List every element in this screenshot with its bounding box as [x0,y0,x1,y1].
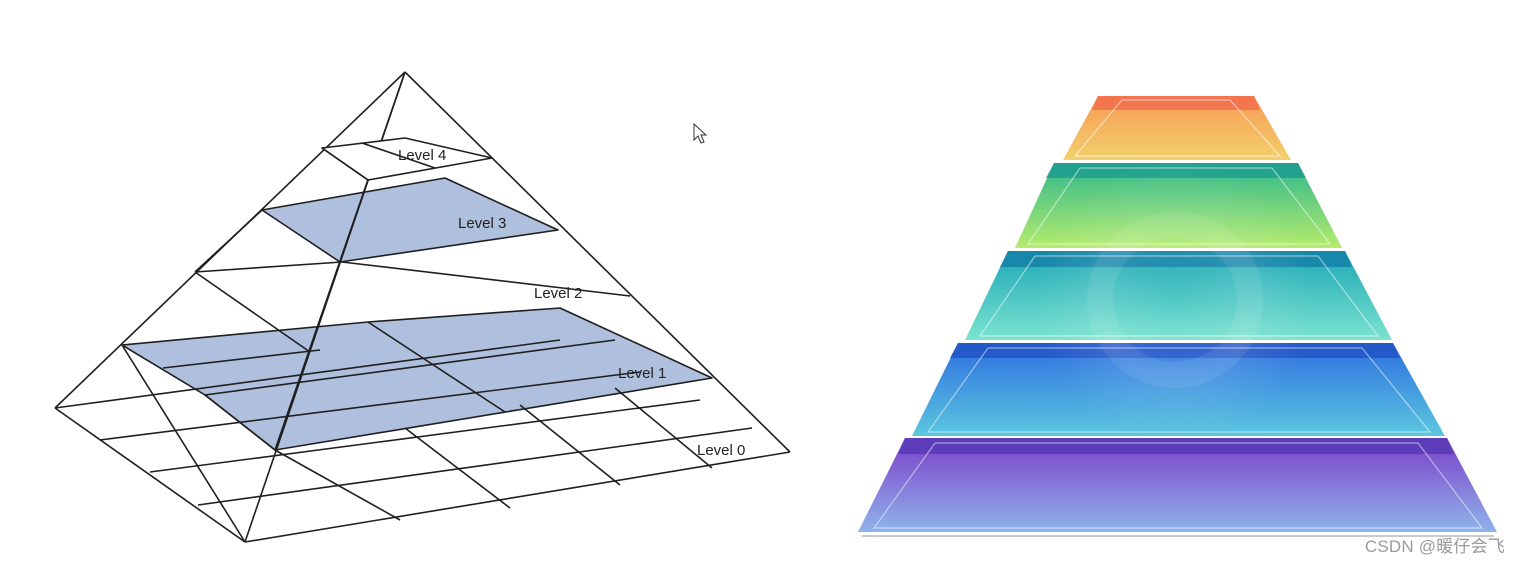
tier-4 [858,438,1497,537]
level-0-plane [54,339,753,543]
level-3-plane [261,177,559,263]
mouse-cursor-icon [693,122,708,144]
watermark-text: CSDN @暖仔会飞 [1364,537,1505,556]
level-1-label: Level 1 [618,365,666,382]
level-2-label: Level 2 [534,285,582,302]
image-pyramid: Level 4 Level 3 Level 2 Level 1 Level 0 [54,71,791,543]
tier-0 [1063,96,1291,160]
level-4-plane [321,137,493,181]
swirl-overlay [1035,160,1315,440]
level-3-label: Level 3 [458,215,506,232]
level-0-label: Level 0 [697,442,745,459]
layered-pyramid [858,96,1497,537]
level-4-label: Level 4 [398,147,446,164]
level-2-plane [194,209,631,353]
